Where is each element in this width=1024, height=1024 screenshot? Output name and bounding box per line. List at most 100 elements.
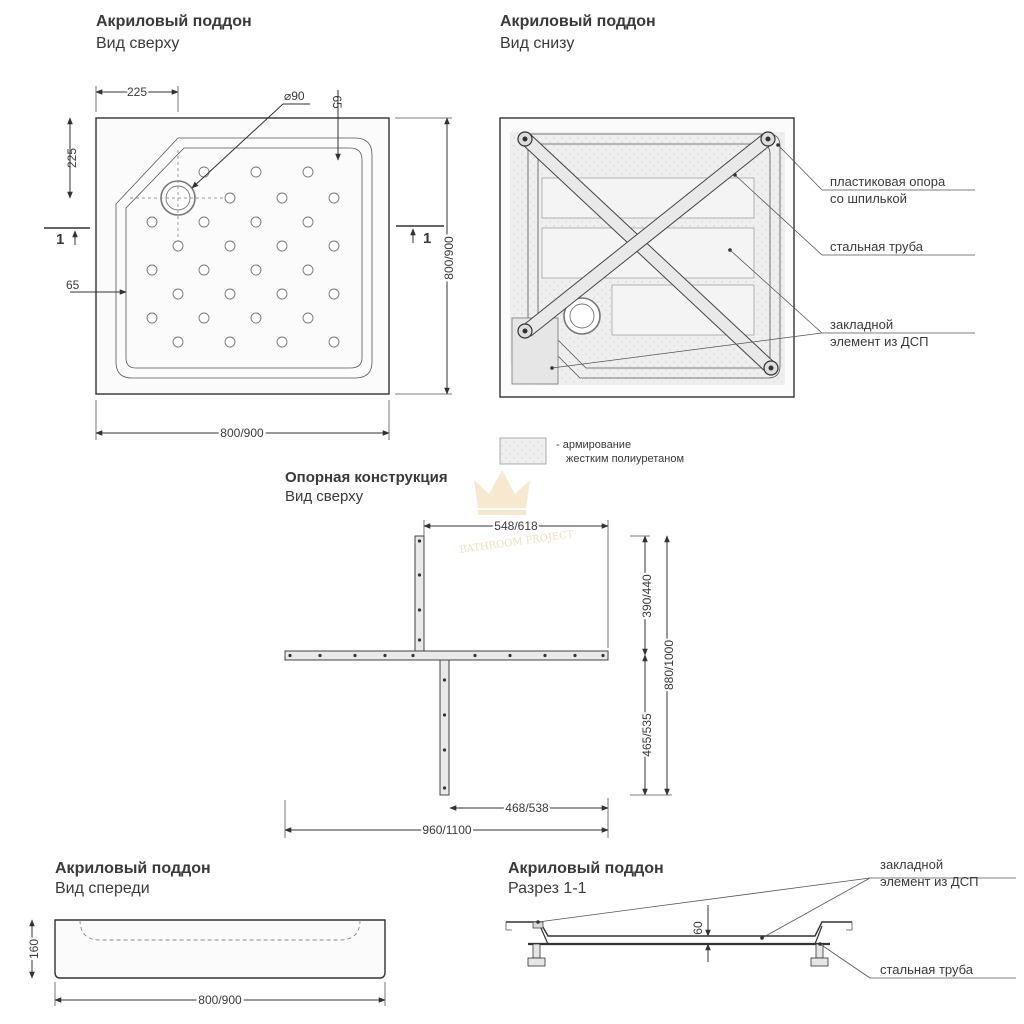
- bolt-hole: [417, 539, 422, 543]
- section-mark-right: 1: [423, 230, 431, 247]
- legend-swatch: [499, 437, 547, 465]
- anti-slip-dot: [328, 240, 340, 252]
- dim-lower: 465/535: [640, 713, 654, 757]
- anti-slip-dot: [224, 288, 236, 300]
- bolt-hole: [508, 653, 512, 658]
- leg-foot: [810, 957, 829, 967]
- callout-support-1: пластиковая опора: [830, 174, 946, 189]
- tray-rim-outer: [115, 137, 373, 379]
- bolt-hole: [473, 653, 477, 658]
- bolt-hole: [383, 653, 387, 658]
- legend-line-1: - армирование: [556, 439, 631, 451]
- callout-insert-section-1: закладной: [880, 857, 943, 872]
- beam-holes: [288, 539, 605, 790]
- section-profile-top: [506, 921, 852, 937]
- dim-225-v: 225: [65, 148, 79, 168]
- leader-insert-1: [729, 249, 823, 334]
- anti-slip-dot: [146, 216, 158, 228]
- leader-dot: [760, 936, 764, 940]
- anti-slip-dot: [276, 288, 288, 300]
- dim-right: 468/538: [505, 801, 549, 815]
- leader-insert-a: [537, 877, 871, 923]
- front-view-subtitle: Вид спереди: [55, 880, 150, 897]
- bolt-hole: [318, 653, 322, 658]
- leader-dot: [776, 143, 780, 147]
- anti-slip-dot: [250, 216, 262, 228]
- bolt-hole: [417, 638, 422, 642]
- anti-slip-dot: [172, 336, 184, 348]
- bolt-hole: [573, 653, 577, 658]
- dim-225-h: 225: [127, 85, 147, 99]
- callout-insert-section-2: элемент из ДСП: [880, 874, 978, 889]
- support-structure: Опорная конструкция Вид сверху 548/618 3…: [284, 469, 678, 839]
- anti-slip-dot: [250, 166, 262, 178]
- callout-support-2: со шпилькой: [830, 191, 907, 206]
- legend-line-2: жестким полиуретаном: [566, 453, 684, 465]
- front-view: Акриловый поддон Вид спереди 160 800/900: [25, 860, 386, 1010]
- section-view: Акриловый поддон Разрез 1-1 60 закладной…: [505, 857, 1016, 979]
- leader-insert-2: [551, 332, 823, 369]
- anti-slip-dot: [146, 312, 158, 324]
- support-feet: [517, 131, 779, 376]
- leader-pipe: [734, 174, 823, 256]
- crown-base: [478, 510, 526, 515]
- anti-slip-dot: [250, 312, 262, 324]
- anti-slip-dot: [276, 336, 288, 348]
- anti-slip-dot: [328, 336, 340, 348]
- support-foot-bolt: [522, 136, 528, 142]
- support-foot-bolt: [522, 328, 528, 334]
- anti-slip-dot: [172, 240, 184, 252]
- leader-insert-b: [761, 877, 871, 939]
- bottom-view-subtitle: Вид снизу: [500, 35, 574, 52]
- callout-pipe-section: стальная труба: [880, 962, 974, 977]
- section-view-subtitle: Разрез 1-1: [508, 880, 587, 897]
- leader-diameter: [191, 103, 284, 189]
- section-profile-edges: [505, 922, 853, 931]
- bolt-hole: [601, 653, 605, 658]
- support-subtitle: Вид сверху: [285, 488, 364, 505]
- bolt-hole: [417, 573, 422, 577]
- section-profile-bottom: [539, 925, 823, 945]
- dim-65-top: 65: [330, 95, 344, 109]
- leg-stud: [815, 943, 824, 959]
- leader-dot: [818, 942, 822, 946]
- anti-slip-dots: [146, 166, 340, 348]
- anti-slip-dot: [250, 264, 262, 276]
- beam-lower: [439, 659, 450, 796]
- beam-horizontal: [284, 650, 609, 661]
- bolt-hole: [288, 653, 292, 658]
- dim-height: 800/900: [442, 236, 456, 280]
- anti-slip-dot: [172, 288, 184, 300]
- bolt-hole: [411, 653, 415, 658]
- adjustable-legs: [527, 943, 829, 967]
- section-mark-left: 1: [56, 231, 64, 248]
- bolt-hole: [353, 653, 357, 658]
- anti-slip-dot: [302, 264, 314, 276]
- bolt-hole: [543, 653, 547, 658]
- legend: - армирование жестким полиуретаном: [499, 437, 684, 465]
- anti-slip-dot: [224, 336, 236, 348]
- top-view: Акриловый поддон Вид сверху 225 225 ⌀90 …: [44, 13, 459, 443]
- bolt-hole: [442, 786, 447, 790]
- anti-slip-dot: [302, 216, 314, 228]
- front-view-title: Акриловый поддон: [55, 860, 211, 877]
- dim-top: 548/618: [494, 519, 538, 533]
- top-view-title: Акриловый поддон: [96, 13, 252, 30]
- anti-slip-dot: [198, 312, 210, 324]
- tray-outline: [95, 117, 390, 395]
- anti-slip-dot: [276, 240, 288, 252]
- anti-slip-dot: [198, 264, 210, 276]
- support-foot-bolt: [765, 136, 771, 142]
- dim-front-width: 800/900: [198, 993, 242, 1007]
- crown-icon: [474, 470, 530, 508]
- anti-slip-dot: [302, 312, 314, 324]
- dim-depth: 60: [691, 921, 705, 935]
- watermark-logo: BATHROOM PROJECT: [459, 470, 575, 556]
- leg-stud: [532, 943, 541, 959]
- watermark-text: BATHROOM PROJECT: [459, 529, 575, 556]
- leader-dot: [733, 173, 737, 177]
- dim-65-left: 65: [66, 278, 80, 292]
- bottom-view: Акриловый поддон Вид снизу пл: [499, 13, 975, 398]
- leader-pipe-section: [819, 943, 871, 979]
- top-view-subtitle: Вид сверху: [96, 35, 179, 52]
